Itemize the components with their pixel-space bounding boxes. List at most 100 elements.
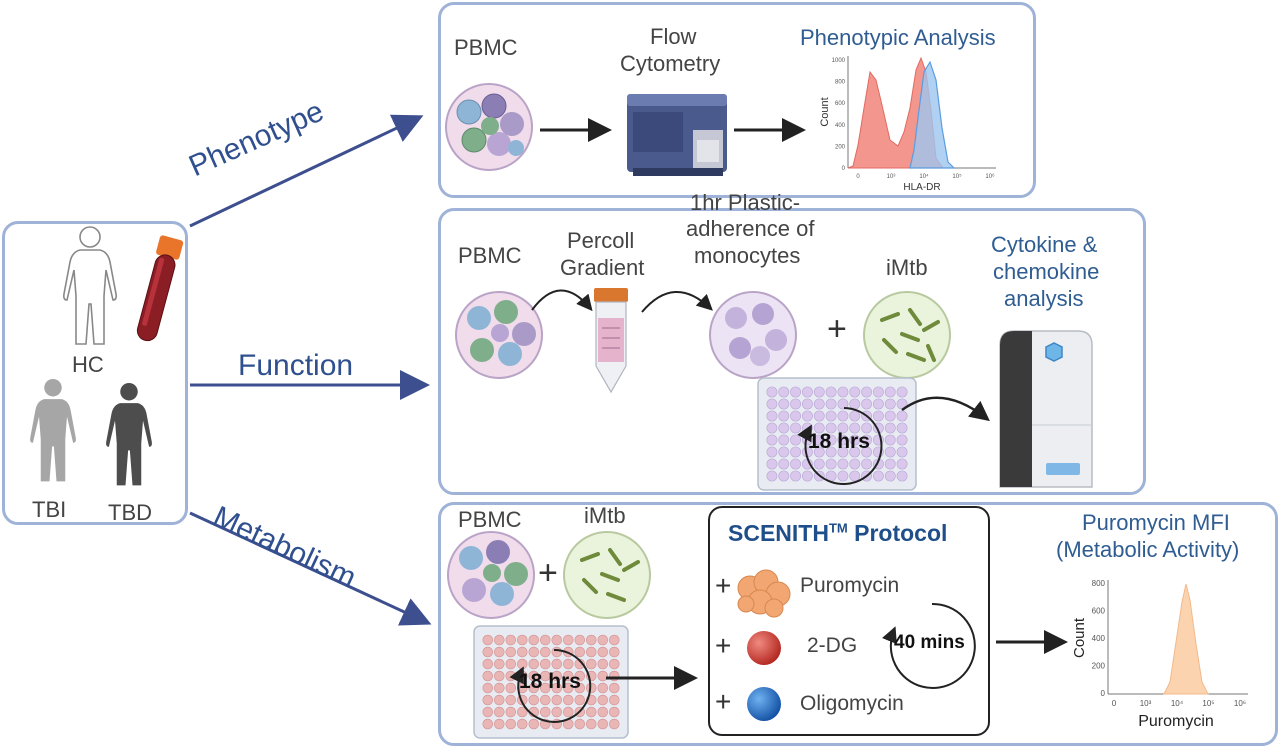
plate-well xyxy=(482,670,493,682)
tbd-human-icon xyxy=(106,382,152,486)
phenotype-arrow-2 xyxy=(734,118,806,142)
plate-well xyxy=(837,458,849,470)
blood-tube-icon xyxy=(136,235,184,342)
scenith-cycle-arrow xyxy=(882,602,976,689)
phenotype-arrow-1 xyxy=(540,118,612,142)
plate-well xyxy=(813,410,825,422)
function-branch-label: Function xyxy=(238,349,354,382)
function-pbmc-label: PBMC xyxy=(458,243,522,268)
plate-well xyxy=(505,646,516,658)
plate-well xyxy=(516,718,528,730)
plate-well xyxy=(505,718,516,730)
plate-well xyxy=(482,706,493,718)
percoll-tube-icon xyxy=(594,288,628,394)
hla-dr-blue-histogram xyxy=(909,60,956,169)
plate-well xyxy=(778,398,790,410)
plate-well xyxy=(551,706,563,718)
hla-dr-x-tick: 10⁵ xyxy=(952,173,962,180)
plate-well xyxy=(766,410,778,422)
metabolism-cycle-arrow xyxy=(509,648,592,723)
plate-well xyxy=(837,434,849,446)
luminex-analyzer-icon xyxy=(999,330,1093,488)
plate-well xyxy=(837,446,849,458)
plate-well xyxy=(849,386,861,398)
plate-well xyxy=(790,410,802,422)
plate-well xyxy=(563,694,574,706)
puromycin-y-tick: 200 xyxy=(1092,662,1106,671)
monocytes-cells-icon xyxy=(709,291,797,379)
plate-well xyxy=(597,670,609,682)
plate-well xyxy=(825,446,837,458)
plate-well xyxy=(766,458,778,470)
puromycin-y-tick: 800 xyxy=(1092,579,1106,588)
scenith-40mins-label: 40 mins xyxy=(894,632,965,653)
plate-well xyxy=(790,458,802,470)
hc-human-icon xyxy=(63,226,117,345)
flow-label-line2: Cytometry xyxy=(620,51,721,76)
plate-well xyxy=(597,646,609,658)
plate-well xyxy=(778,458,790,470)
plate-well xyxy=(574,634,586,646)
plate-well xyxy=(861,446,873,458)
puromycin-y-label: Count xyxy=(1071,617,1088,658)
metabolism-arrow xyxy=(189,511,432,626)
metabolism-plate-arrow xyxy=(606,666,698,690)
puromycin-y-tick: 0 xyxy=(1101,689,1106,698)
plate-well xyxy=(597,682,609,694)
plate-well xyxy=(837,470,849,482)
plate-well xyxy=(516,634,528,646)
plate-well xyxy=(884,434,896,446)
plate-well xyxy=(563,658,574,670)
reagent-oligomycin-label: Oligomycin xyxy=(800,692,904,715)
plate-well xyxy=(586,634,597,646)
plate-well xyxy=(516,646,528,658)
adherence-label-line2: adherence of xyxy=(686,216,815,241)
puromycin-x-label: Puromycin xyxy=(1138,713,1214,730)
plate-well xyxy=(493,694,505,706)
plate-well xyxy=(896,470,908,482)
2dg-plus: + xyxy=(715,630,732,661)
plate-well xyxy=(825,410,837,422)
plate-well xyxy=(813,434,825,446)
plate-well xyxy=(849,410,861,422)
plate-well xyxy=(493,670,505,682)
plate-well xyxy=(493,706,505,718)
puromycin-x-tick: 10⁵ xyxy=(1202,699,1214,708)
plate-well xyxy=(574,682,586,694)
plate-well xyxy=(574,670,586,682)
plate-well xyxy=(778,386,790,398)
function-plus: + xyxy=(827,310,847,348)
plate-well xyxy=(609,706,620,718)
plate-well xyxy=(861,398,873,410)
plate-well xyxy=(825,434,837,446)
plate-well xyxy=(778,446,790,458)
plate-well xyxy=(563,706,574,718)
scenith-output-arrow xyxy=(996,630,1068,654)
plate-well xyxy=(482,646,493,658)
plate-well xyxy=(574,658,586,670)
plate-well xyxy=(861,458,873,470)
plate-well xyxy=(586,682,597,694)
plate-well xyxy=(482,682,493,694)
plate-well xyxy=(837,398,849,410)
plate-well xyxy=(884,470,896,482)
plate-well xyxy=(482,634,493,646)
cytokine-label-line2: chemokine xyxy=(993,259,1100,284)
plate-well xyxy=(505,706,516,718)
puromycin-molecule-icon xyxy=(737,569,791,618)
plate-well xyxy=(884,446,896,458)
tbd-label: TBD xyxy=(108,500,152,525)
hla-dr-y-tick: 800 xyxy=(835,80,846,86)
plate-well xyxy=(790,386,802,398)
hla-dr-y-tick: 1000 xyxy=(832,58,846,64)
plate-well xyxy=(528,670,539,682)
imtb-bacteria-icon xyxy=(863,291,951,379)
plate-well xyxy=(861,422,873,434)
plate-well xyxy=(837,422,849,434)
plate-well xyxy=(813,398,825,410)
metabolism-plus: + xyxy=(538,554,558,592)
plate-well xyxy=(609,634,620,646)
metabolism-imtb-bacteria-icon xyxy=(563,531,651,619)
function-imtb-label: iMtb xyxy=(886,255,928,280)
